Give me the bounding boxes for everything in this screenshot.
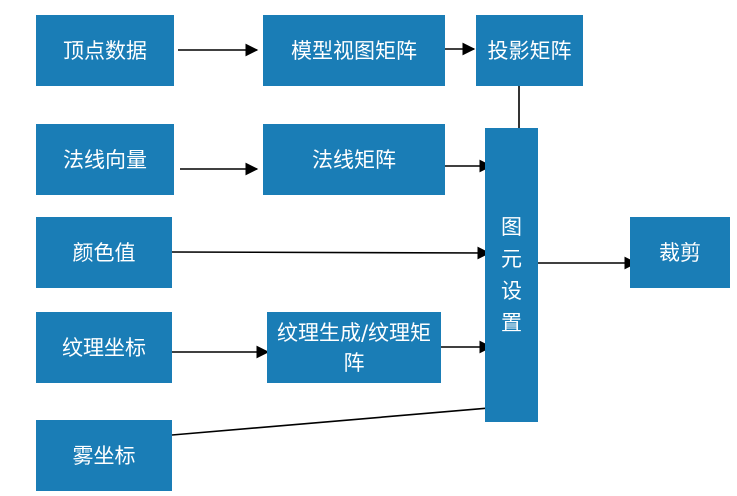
node-label: 纹理生成/纹理矩阵 (276, 320, 432, 375)
node-texture-coord: 纹理坐标 (36, 312, 172, 383)
edge-fog-to-primitive (171, 400, 515, 436)
node-projection-matrix: 投影矩阵 (476, 15, 583, 86)
node-vertex-data: 顶点数据 (36, 15, 174, 86)
node-color-value: 颜色值 (36, 217, 172, 288)
node-normal-matrix: 法线矩阵 (263, 124, 445, 195)
node-label: 雾坐标 (72, 443, 136, 468)
node-clipping: 裁剪 (630, 217, 730, 288)
edge-color-to-primitive (171, 246, 491, 260)
node-label: 模型视图矩阵 (291, 38, 417, 63)
node-primitive-setup: 图元设置 (485, 128, 538, 422)
node-label: 法线矩阵 (312, 147, 396, 172)
node-texgen-matrix: 纹理生成/纹理矩阵 (267, 312, 441, 383)
node-label: 法线向量 (63, 147, 147, 172)
node-label: 投影矩阵 (487, 38, 572, 63)
node-modelview-matrix: 模型视图矩阵 (263, 15, 445, 86)
node-label: 图元设置 (501, 215, 522, 335)
node-label: 裁剪 (659, 240, 701, 265)
node-label: 颜色值 (72, 240, 136, 265)
node-label: 顶点数据 (63, 38, 147, 63)
node-fog-coord: 雾坐标 (36, 420, 172, 491)
node-normal-vector: 法线向量 (36, 124, 174, 195)
node-label: 纹理坐标 (62, 335, 146, 360)
